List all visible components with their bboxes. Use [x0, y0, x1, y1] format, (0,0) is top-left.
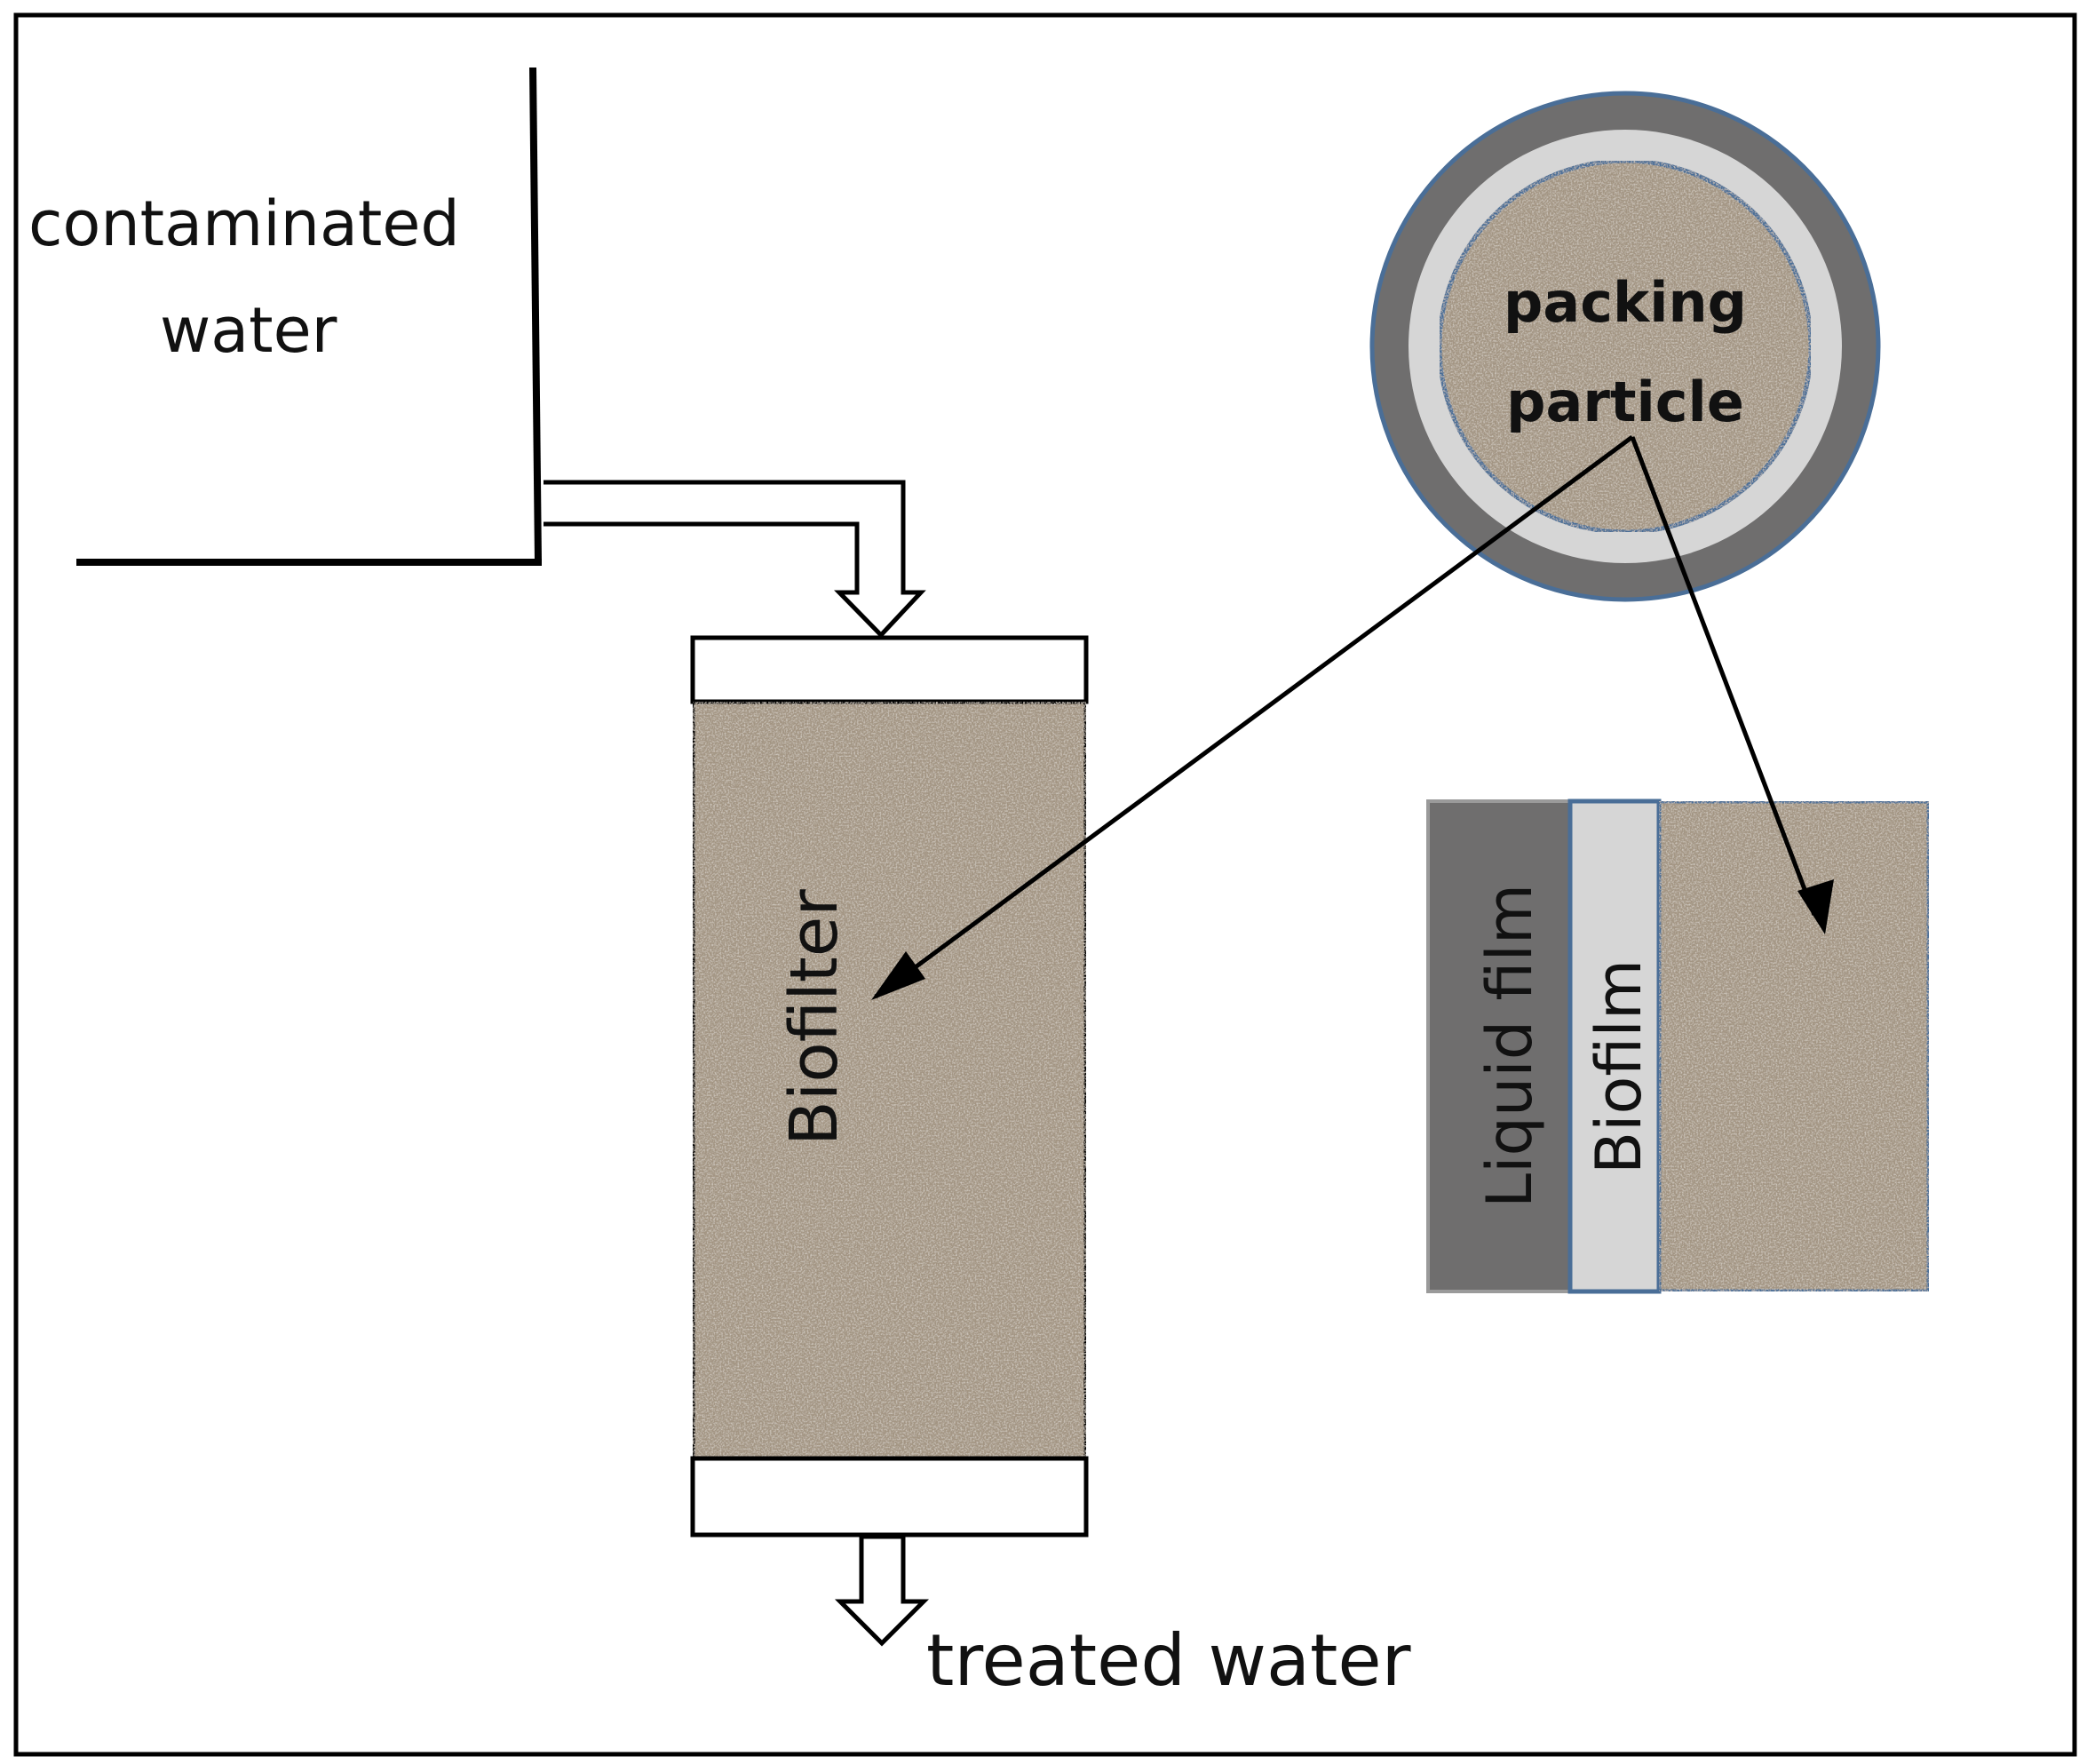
- treated-water-label: treated water: [926, 1619, 1411, 1702]
- column-top-cap: [690, 635, 1089, 704]
- arrow-to-biofilter: [874, 434, 1634, 999]
- contaminated-water-label-line1: contaminated: [28, 187, 460, 260]
- liquid-film-label: Liquid film: [1473, 884, 1546, 1208]
- arrowhead-biofilter: [871, 951, 925, 1000]
- inflow-pipe-arrow: [544, 480, 926, 639]
- biofilter-column: [690, 635, 1089, 1538]
- layer-detail: [1426, 799, 1932, 1294]
- arrow-to-particle: [1630, 436, 1817, 916]
- contaminated-water-label-line2: water: [160, 294, 337, 367]
- liquid-film-layer: [1426, 799, 1572, 1293]
- packing-particle-label-line1: packing: [1504, 270, 1747, 335]
- outflow-arrow: [834, 1534, 930, 1647]
- particle-core: [1437, 158, 1813, 535]
- packing-bed: [690, 699, 1089, 1461]
- particle-layer: [1656, 799, 1932, 1294]
- tank: [76, 67, 542, 566]
- packing-particle: [1369, 91, 1881, 602]
- biofilter-label: Biofilter: [776, 889, 853, 1146]
- column-bottom-cap: [690, 1456, 1089, 1538]
- biofilm-label: Biofilm: [1583, 959, 1655, 1174]
- arrowhead-particle: [1797, 879, 1834, 934]
- packing-particle-label-line2: particle: [1506, 369, 1744, 434]
